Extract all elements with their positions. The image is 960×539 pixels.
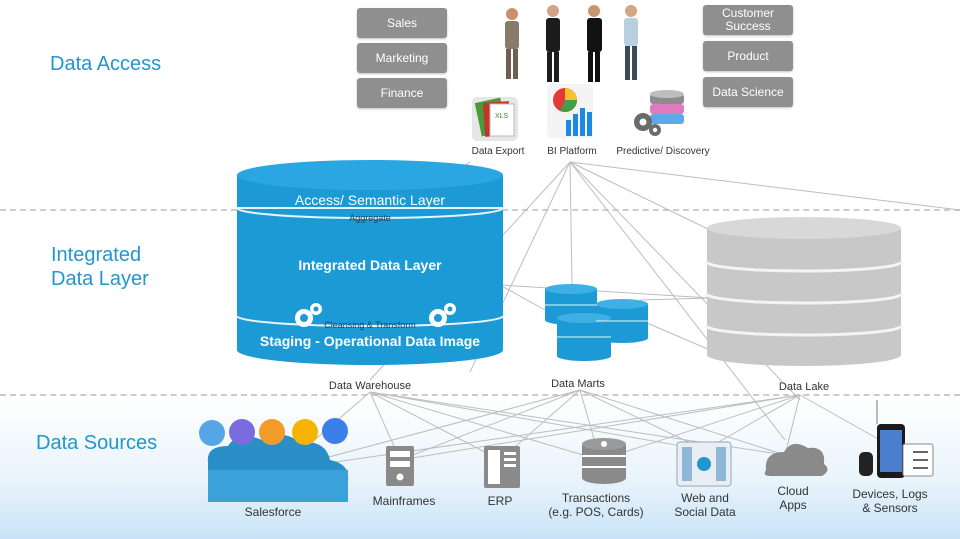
predictive-discovery-icon (634, 90, 684, 136)
source-label-web-social-data: Web and Social Data (674, 491, 736, 519)
svg-text:XLS: XLS (495, 113, 509, 120)
salesforce-app-bubbles (199, 418, 348, 446)
role-sales: Sales (357, 8, 447, 38)
gear-icon-right (429, 303, 456, 327)
salesforce-cloud-icon (207, 434, 349, 502)
data-warehouse-caption: Data Warehouse (328, 380, 412, 392)
users-illustration (505, 5, 638, 82)
section-title-data-sources: Data Sources (36, 432, 158, 454)
source-label-devices: Devices, Logs & Sensors (852, 487, 928, 515)
cloud-apps-icon (764, 443, 828, 476)
source-label-salesforce: Salesforce (244, 505, 302, 519)
data-export-icon: XLS (472, 97, 518, 141)
tool-label-data-export: Data Export (471, 146, 525, 157)
data-lake-cylinder (705, 217, 903, 366)
data-lake-caption: Data Lake (778, 381, 830, 393)
section-title-integrated-data-layer: Integrated Data Layer (51, 244, 149, 290)
tool-label-predictive-discovery: Predictive/ Discovery (616, 146, 710, 157)
role-marketing: Marketing (357, 43, 447, 73)
bi-platform-icon (547, 84, 593, 138)
source-label-transactions: Transactions (e.g. POS, Cards) (548, 491, 644, 519)
role-product: Product (703, 41, 793, 71)
erp-icon (484, 446, 520, 488)
devices-icon (859, 400, 934, 478)
source-label-mainframes: Mainframes (372, 494, 436, 508)
section-title-data-access: Data Access (50, 53, 162, 75)
warehouse-cleansing-label: Cleansing & Transform (324, 320, 416, 330)
warehouse-aggregate-label: Aggregate (349, 213, 391, 223)
data-marts-icon (545, 284, 648, 361)
role-customer-success: Customer Success (703, 5, 793, 35)
source-label-cloud-apps: Cloud Apps (777, 484, 809, 512)
transactions-icon (582, 438, 626, 484)
source-label-erp: ERP (487, 494, 513, 508)
warehouse-integrated-layer-label: Integrated Data Layer (298, 257, 442, 273)
divider-sources (0, 394, 960, 396)
data-marts-caption: Data Marts (551, 378, 605, 390)
role-finance: Finance (357, 78, 447, 108)
web-social-data-icon (676, 441, 732, 487)
role-data-science: Data Science (703, 77, 793, 107)
tool-label-bi-platform: BI Platform (547, 146, 597, 157)
gear-icon-left (295, 303, 322, 327)
mainframes-icon (386, 446, 414, 486)
warehouse-staging-label: Staging - Operational Data Image (259, 333, 481, 349)
warehouse-top-layer-label: Access/ Semantic Layer (294, 192, 446, 208)
